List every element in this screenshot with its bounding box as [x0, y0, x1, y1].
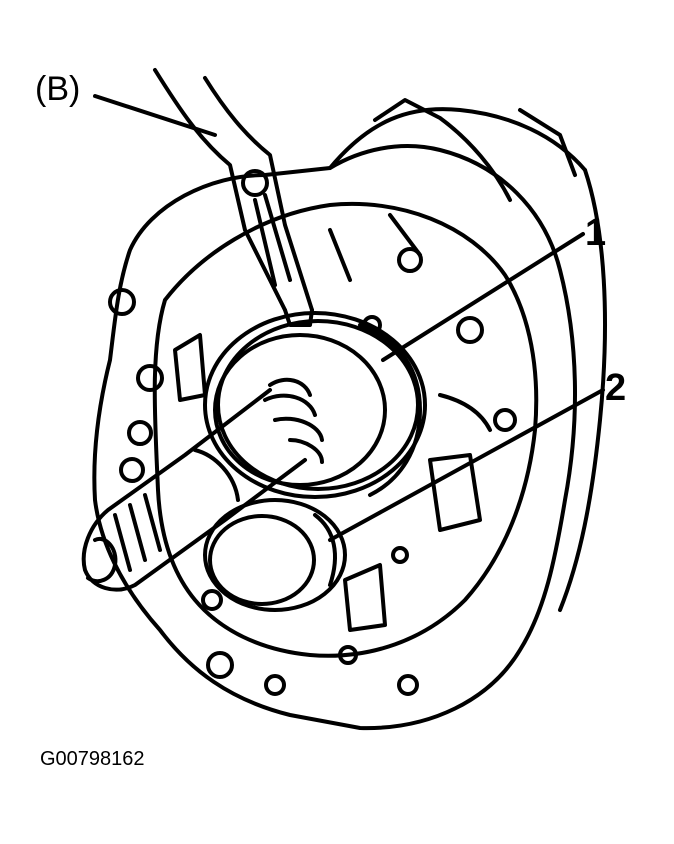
housing-rib-right: [560, 170, 605, 610]
bolt-hole: [399, 676, 417, 694]
bolt-hole: [340, 647, 356, 663]
drive-shaft-end: [88, 539, 115, 581]
oil-seal-1-edge: [360, 325, 420, 495]
bolt-hole: [266, 676, 284, 694]
housing-rib-top: [330, 109, 585, 170]
callout-label-2: 2: [605, 367, 627, 409]
bolt-hole: [138, 366, 162, 390]
tool-b-tip: [285, 310, 312, 325]
oil-seal-2-outer: [205, 500, 345, 610]
bolt-hole: [203, 591, 221, 609]
bolt-hole: [495, 410, 515, 430]
bolt-hole: [129, 422, 151, 444]
inner-flange: [155, 204, 537, 656]
oil-seal-1-outer: [205, 313, 425, 497]
bolt-hole: [121, 459, 143, 481]
housing-pocket: [430, 455, 480, 530]
seal-lip: [275, 419, 322, 440]
seal-lip: [290, 440, 322, 462]
oil-seal-1-inner: [215, 335, 385, 485]
seal-lip: [270, 380, 310, 395]
leader-line-1: [383, 234, 583, 360]
leader-line-2: [330, 390, 603, 540]
bolt-hole: [393, 548, 407, 562]
bolt-hole: [399, 249, 421, 271]
drive-shaft-spline: [115, 495, 160, 570]
housing-rib-step: [520, 110, 575, 175]
drive-shaft-collar: [195, 450, 238, 500]
housing-inner-rib: [375, 100, 510, 200]
oil-seal-2-lip: [315, 515, 335, 585]
oil-seal-2-inner: [210, 516, 314, 604]
callout-label-1: 1: [585, 212, 607, 254]
callout-label-b: (B): [35, 70, 81, 108]
drive-shaft: [84, 390, 305, 590]
housing-pocket: [175, 335, 205, 400]
housing-pocket: [440, 395, 490, 430]
housing-pocket: [330, 215, 420, 280]
tool-b-groove: [255, 195, 290, 285]
bolt-hole: [110, 290, 134, 314]
housing-pocket: [345, 565, 385, 630]
bolt-hole: [208, 653, 232, 677]
housing-outline: [94, 146, 575, 728]
figure-id: G00798162: [40, 748, 145, 770]
seal-lip: [265, 396, 315, 415]
bolt-hole: [243, 171, 267, 195]
bolt-hole: [458, 318, 482, 342]
leader-line-b: [95, 96, 215, 135]
